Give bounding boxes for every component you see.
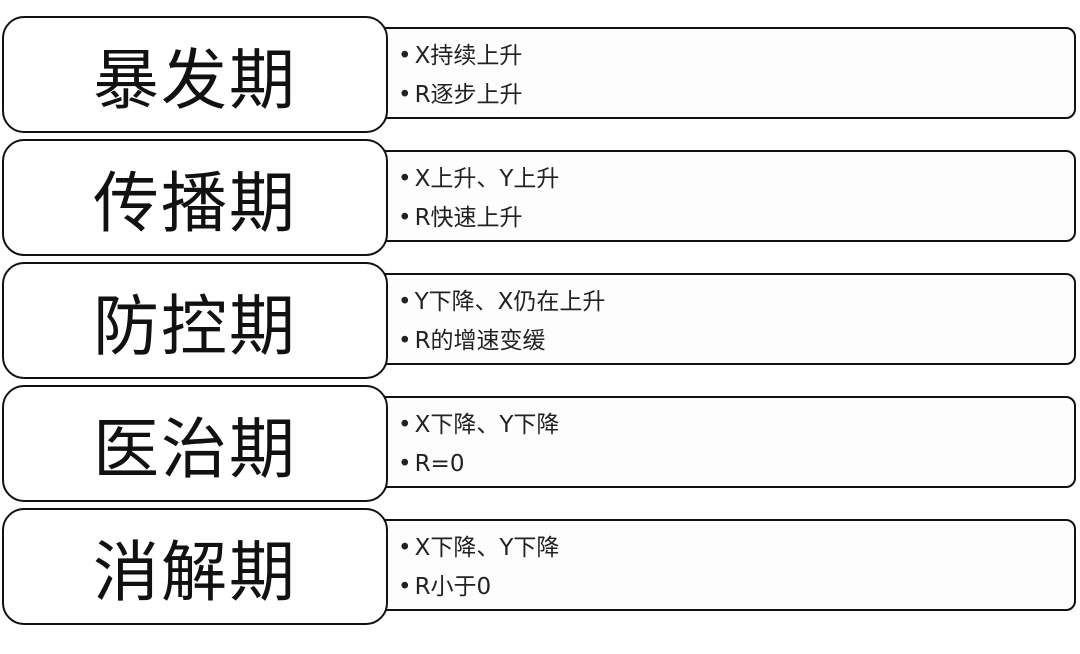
stage-title: 消解期 [2,508,388,625]
stage-details: Y下降、X仍在上升 R的增速变缓 [384,273,1076,365]
stage-row: X下降、Y下降 R=0 医治期 [0,385,1080,503]
bullet-point: R小于0 [398,568,1074,607]
stage-title: 传播期 [2,139,388,256]
bullet-point: X持续上升 [398,37,1074,76]
stage-row: X上升、Y上升 R快速上升 传播期 [0,139,1080,257]
stage-details: X下降、Y下降 R=0 [384,396,1076,488]
stage-title: 防控期 [2,262,388,379]
bullet-point: R=0 [398,445,1074,484]
stage-details: X下降、Y下降 R小于0 [384,519,1076,611]
bullet-point: Y下降、X仍在上升 [398,283,1074,322]
stage-row: Y下降、X仍在上升 R的增速变缓 防控期 [0,262,1080,380]
bullet-point: X下降、Y下降 [398,529,1074,568]
stage-title: 暴发期 [2,16,388,133]
stage-row: X持续上升 R逐步上升 暴发期 [0,16,1080,134]
stage-row: X下降、Y下降 R小于0 消解期 [0,508,1080,626]
bullet-point: X下降、Y下降 [398,406,1074,445]
bullet-point: R逐步上升 [398,76,1074,115]
stage-details: X持续上升 R逐步上升 [384,27,1076,119]
bullet-point: X上升、Y上升 [398,160,1074,199]
bullet-point: R快速上升 [398,199,1074,238]
stage-title: 医治期 [2,385,388,502]
stage-details: X上升、Y上升 R快速上升 [384,150,1076,242]
bullet-point: R的增速变缓 [398,322,1074,361]
